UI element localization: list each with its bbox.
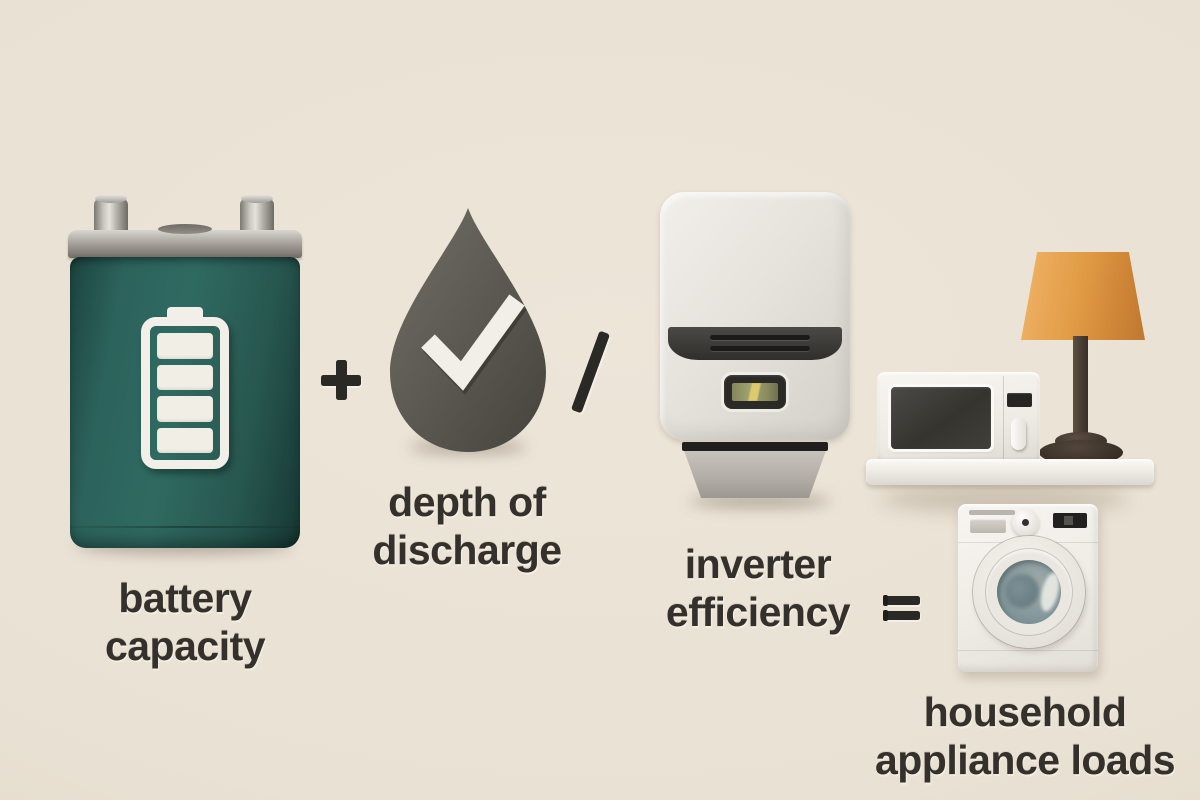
washing-machine-illustration: [958, 504, 1098, 672]
plus-vertical-bar: [336, 360, 347, 400]
battery-cap-vent: [158, 224, 212, 234]
label-line: inverter: [684, 541, 832, 587]
microwave-door-divider: [1003, 376, 1004, 459]
battery-terminal-icon: [240, 194, 274, 236]
label-line: battery: [118, 575, 252, 621]
lamp-shade-icon: [1021, 252, 1145, 340]
washer-bottom-divider: [958, 650, 1098, 651]
battery-level-icon: [141, 317, 229, 469]
equals-top-bar: [886, 596, 920, 605]
checkmark-icon: [421, 294, 525, 391]
washer-door-ring: [985, 548, 1073, 636]
inverter-vent-band: [668, 327, 842, 360]
inverter-efficiency-label: inverter efficiency: [618, 540, 898, 636]
microwave-window: [891, 387, 991, 449]
equals-operator-icon: [883, 595, 920, 621]
water-drop-icon: [390, 208, 546, 452]
label-line: discharge: [372, 527, 562, 573]
inverter-base-rim: [682, 442, 828, 451]
battery-capacity-label: battery capacity: [35, 574, 335, 670]
inverter-lcd: [732, 383, 778, 401]
shelf: [866, 459, 1154, 485]
household-appliance-loads-label: household appliance loads: [845, 688, 1200, 784]
battery-bar: [157, 333, 213, 359]
washer-detergent-drawer: [970, 519, 1006, 533]
battery-bar: [157, 364, 213, 390]
battery-bar: [157, 396, 213, 422]
label-line: appliance loads: [874, 737, 1176, 783]
plus-operator-icon: [321, 360, 361, 400]
washer-knob: [1012, 509, 1039, 536]
label-line: household: [923, 689, 1127, 735]
battery-illustration: [68, 194, 302, 554]
label-line: efficiency: [665, 589, 851, 635]
inverter-display-screen: [724, 375, 786, 409]
inverter-vent-slot: [710, 335, 810, 340]
equals-bottom-bar: [886, 611, 920, 620]
divide-operator-icon: [570, 330, 611, 414]
label-line: depth of: [388, 479, 546, 525]
inverter-illustration: [660, 192, 850, 504]
microwave-illustration: [877, 372, 1040, 463]
washer-drum: [997, 560, 1061, 624]
battery-level-bars: [150, 326, 220, 460]
washer-vent-slot: [969, 510, 1015, 515]
battery-cap: [68, 230, 302, 258]
lamp-stem: [1073, 336, 1088, 446]
battery-terminal-icon: [94, 194, 128, 236]
inverter-heatsink-base: [684, 451, 826, 498]
washer-display: [1053, 513, 1087, 528]
label-line: capacity: [104, 623, 266, 669]
inverter-vent-slot: [710, 346, 810, 351]
depth-of-discharge-label: depth of discharge: [332, 478, 602, 574]
microwave-handle: [1011, 418, 1026, 450]
water-drop-shape: [390, 208, 546, 452]
battery-bar: [157, 427, 213, 453]
washer-door: [973, 536, 1085, 648]
battery-body: [70, 257, 300, 548]
equals-end-cap: [883, 595, 888, 606]
equals-end-cap: [883, 610, 888, 621]
microwave-display: [1007, 393, 1032, 407]
